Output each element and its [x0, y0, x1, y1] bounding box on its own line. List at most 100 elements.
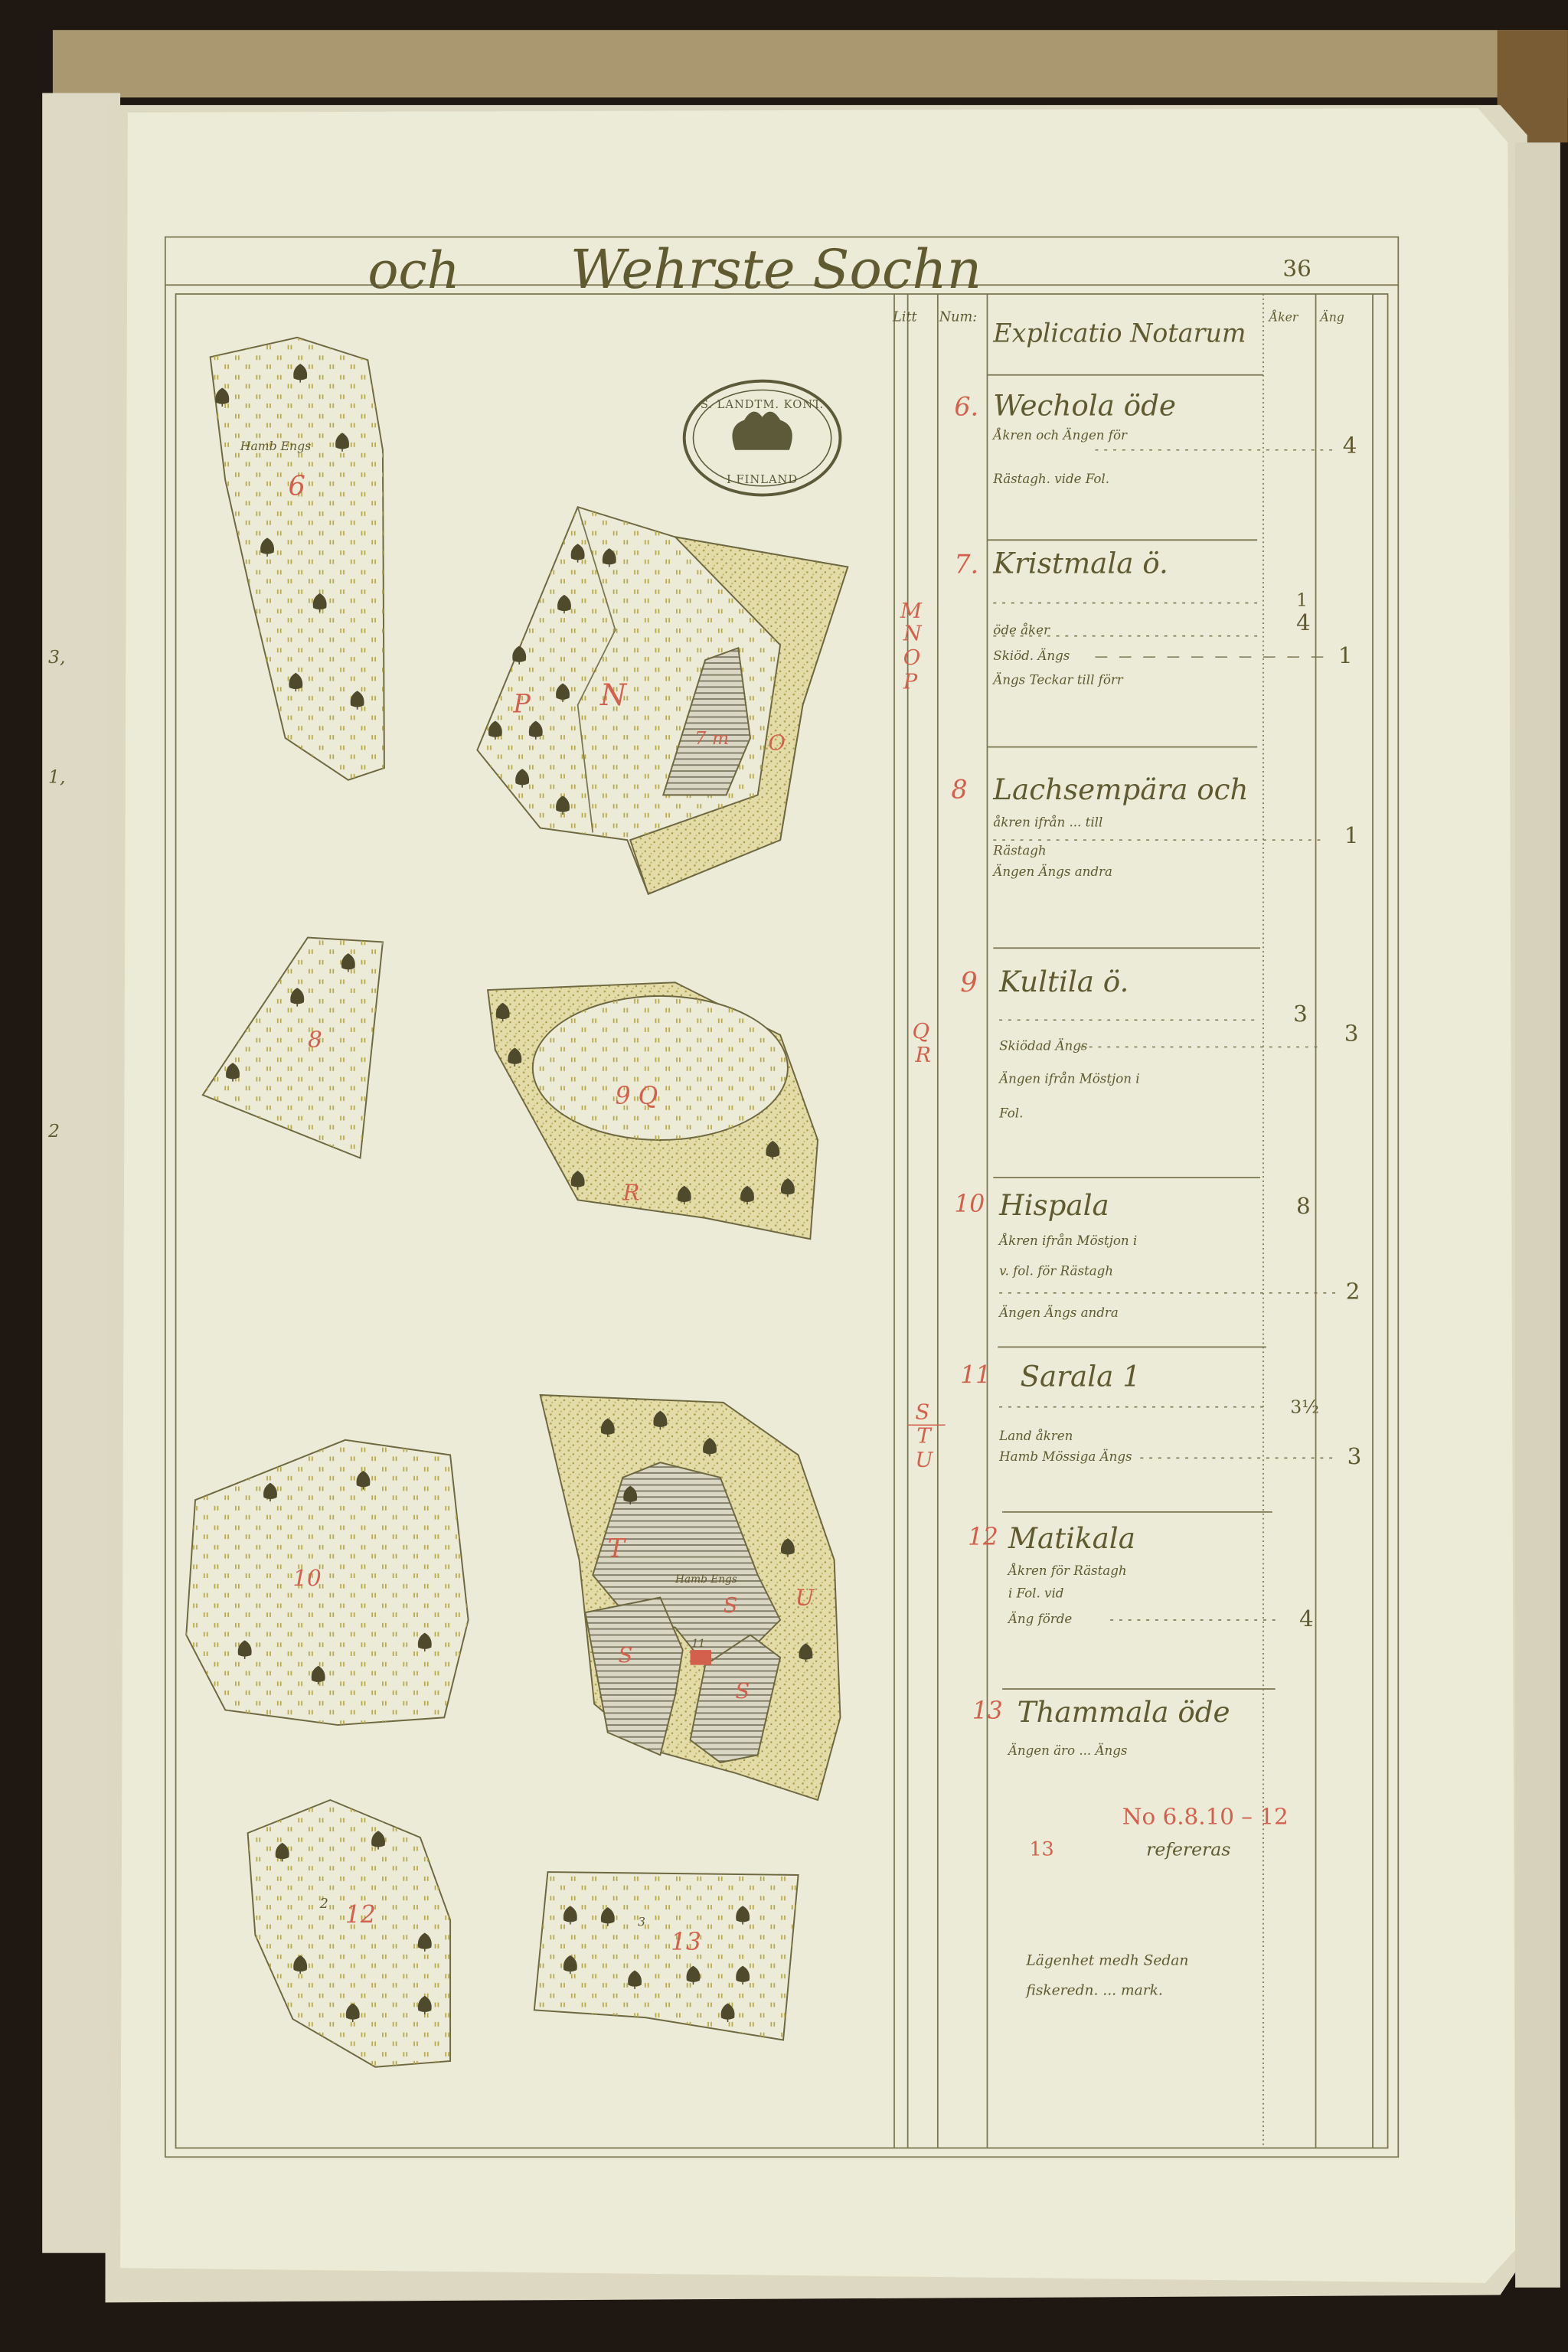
handwritten-text: T [916, 1425, 932, 1449]
handwritten-text: S [619, 1644, 633, 1668]
entry-7: 7. Kristmala ö. M N O P öde åker Skiöd. … [900, 546, 1353, 694]
entry-13: 13 Thammala öde Ängen äro ... Ängs No 6.… [972, 1695, 1289, 1999]
house-icon [690, 1650, 711, 1665]
handwritten-text: O [768, 732, 785, 756]
handwritten-text: U [795, 1584, 815, 1610]
tree-symbol [740, 1185, 754, 1205]
tree-symbol [371, 1831, 385, 1850]
handwritten-text: 9 [960, 967, 977, 998]
handwritten-text: Land åkren [998, 1429, 1073, 1443]
tree-symbol [215, 387, 230, 407]
tree-symbol [275, 1842, 289, 1862]
parcel-9: 9 Q R [486, 982, 819, 1240]
tree-symbol [686, 1965, 701, 1984]
handwritten-text: Skiöd. Ängs [993, 648, 1070, 663]
litt-letter: M [900, 599, 923, 623]
handwritten-text: Ängen äro ... Ängs [1007, 1743, 1128, 1758]
board-top [52, 30, 1568, 98]
tree-symbol [602, 548, 616, 567]
handwritten-text: 9 Q [616, 1083, 658, 1110]
tree-symbol [289, 672, 303, 692]
tree-symbol [345, 2003, 360, 2022]
handwritten-text: Lachsempära och [992, 773, 1248, 806]
handwritten-text: Matikala [1008, 1521, 1135, 1555]
tree-symbol [515, 769, 530, 788]
handwritten-text: Ängen ifrån Möstjon i [998, 1071, 1139, 1086]
title-prefix: och [368, 240, 459, 300]
handwritten-text: Rästagh. vide Fol. [992, 472, 1109, 486]
header-col-a: Åker [1268, 309, 1299, 324]
handwritten-text: åkren ifrån ... till [993, 815, 1102, 830]
handwritten-text: 3 [1293, 1001, 1308, 1027]
entry-11: 11 Sarala 1 S T U Land åkren Hamb Mössig… [907, 1359, 1361, 1472]
handwritten-text: T [608, 1534, 627, 1563]
tree-symbol [512, 645, 527, 665]
handwritten-text: Åkren och Ängen för [991, 427, 1128, 443]
handwritten-text: 8 [1296, 1193, 1311, 1219]
handwritten-text: Ängen Ängs andra [991, 864, 1112, 879]
tree-symbol [628, 1970, 642, 1989]
page-title: Wehrste Sochn [570, 238, 982, 301]
row-dividers [987, 374, 1276, 1690]
handwritten-text: Sarala 1 [1021, 1359, 1141, 1393]
handwritten-text: S [724, 1594, 738, 1618]
tree-symbol [780, 1538, 795, 1557]
handwritten-text: 7 m [694, 727, 729, 749]
tree-symbol [623, 1485, 638, 1505]
tree-symbol [350, 691, 364, 710]
litt-letter: P [903, 670, 918, 694]
header-litt: Litt [892, 309, 917, 325]
handwritten-text: Kristmala ö. [992, 546, 1168, 580]
entry-9: 9 Kultila ö. Q R Skiödad Ängs Ängen ifrå… [913, 965, 1359, 1121]
handwritten-text: 12 [345, 1902, 376, 1929]
header-explicatio: Explicatio Notarum [992, 318, 1246, 348]
handwritten-text: 13 [671, 1929, 701, 1956]
tree-symbol [600, 1418, 615, 1437]
tree-symbol [237, 1640, 252, 1659]
handwritten-text: S [915, 1400, 929, 1424]
tree-symbol [720, 2003, 735, 2022]
handwritten-text: 11 [960, 1361, 991, 1389]
handwritten-text: 13 [1029, 1838, 1054, 1861]
tree-symbol [417, 1632, 432, 1652]
stamp-landtmateri-kontoret: S. LANDTM. KONT. I FINLAND [682, 379, 842, 497]
parcel-10: 10 [185, 1439, 469, 1726]
handwritten-text: 10 [954, 1191, 985, 1218]
page-number: 36 [1282, 255, 1311, 281]
header-col-b: Äng [1318, 309, 1344, 324]
handwritten-text: N [599, 678, 628, 713]
handwritten-text: Q [913, 1020, 929, 1044]
tree-symbol [556, 795, 570, 815]
parcel-13: 3 13 [533, 1871, 799, 2041]
tree-symbol [293, 364, 308, 383]
entry-number: 6. [954, 392, 978, 422]
tree-symbol [600, 1907, 615, 1926]
tree-symbol [563, 1955, 577, 1975]
handwritten-text: Lägenhet medh Sedan [1025, 1953, 1188, 1969]
tree-symbol [570, 544, 585, 563]
handwritten-text: U [915, 1449, 933, 1472]
tree-symbol [260, 537, 274, 557]
right-page-stack [1515, 142, 1560, 2288]
handwritten-text: I FINLAND [727, 473, 798, 486]
handwritten-text: P [512, 689, 531, 719]
handwritten-text: Fol. [998, 1106, 1023, 1121]
tree-symbol [736, 1906, 750, 1925]
tree-symbol [570, 1171, 585, 1190]
tree-symbol [263, 1482, 277, 1502]
handwritten-text: Äng förde [1007, 1611, 1072, 1626]
handwritten-text: 2 [1346, 1279, 1361, 1305]
reference-numbers: No 6.8.10 – 12 [1122, 1803, 1289, 1829]
entry-6: 6. Wechola öde Åkren och Ängen för Rästa… [954, 389, 1357, 486]
tree-symbol [703, 1437, 717, 1457]
handwritten-text: 1 [1296, 590, 1308, 611]
entry-name: Wechola öde [993, 389, 1176, 423]
handwritten-text: 7. [954, 549, 978, 579]
handwritten-text: Åkren ifrån Möstjon i [998, 1233, 1137, 1248]
handwritten-text: 11 [692, 1638, 705, 1650]
handwritten-text: 2 [319, 1896, 328, 1912]
tree-symbol [736, 1965, 750, 1984]
tree-symbol [557, 594, 571, 614]
handwritten-text: 8 [308, 1027, 322, 1053]
